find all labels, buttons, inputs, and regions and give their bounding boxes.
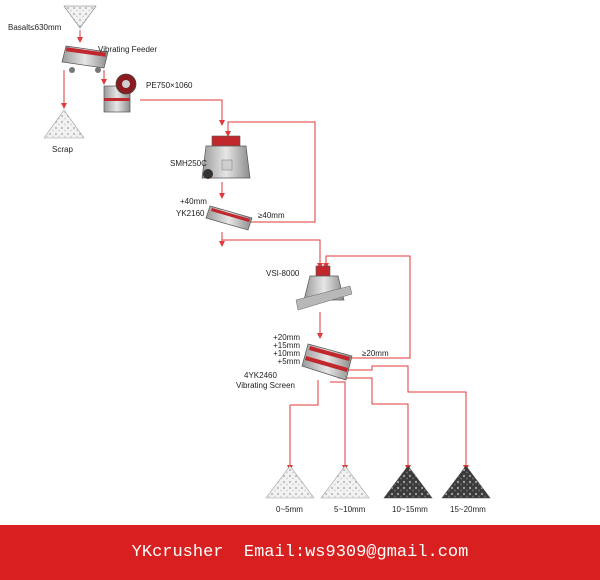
cone-crusher xyxy=(201,135,251,179)
product-pile-4 xyxy=(441,465,491,499)
screen-4yk2460 xyxy=(301,343,353,381)
label-screen2-name: Vibrating Screen xyxy=(236,381,295,390)
label-screen1-model: YK2160 xyxy=(176,209,205,218)
product-pile-1 xyxy=(265,465,315,499)
label-product-2: 5~10mm xyxy=(334,505,366,514)
label-product-4: 15~20mm xyxy=(450,505,486,514)
label-screen2-size-2: +15mm xyxy=(273,341,300,350)
label-product-1: 0~5mm xyxy=(276,505,303,514)
scrap-pile xyxy=(43,109,85,139)
product-pile-2 xyxy=(320,465,370,499)
label-scrap: Scrap xyxy=(52,145,73,154)
label-jaw-crusher: PE750×1060 xyxy=(146,81,193,90)
label-screen1-return: ≥40mm xyxy=(258,211,285,220)
label-screen2-size-4: +5mm xyxy=(277,357,300,366)
footer-banner: YKcrusher Email:ws9309@gmail.com xyxy=(0,525,600,580)
label-feed: Basalt≤630mm xyxy=(8,23,62,32)
label-screen2-return: ≥20mm xyxy=(362,349,389,358)
product-pile-3 xyxy=(383,465,433,499)
label-screen2-model: 4YK2460 xyxy=(244,371,277,380)
label-product-3: 10~15mm xyxy=(392,505,428,514)
label-screen2-size-1: +20mm xyxy=(273,333,300,342)
feed-hopper xyxy=(63,5,97,29)
footer-text: YKcrusher Email:ws9309@gmail.com xyxy=(131,543,469,562)
flow-lines xyxy=(61,30,469,471)
label-vsi: VSI-8000 xyxy=(266,269,300,278)
vibrating-feeder xyxy=(61,45,109,73)
flow-diagram xyxy=(43,5,491,499)
vsi-crusher xyxy=(295,265,353,311)
label-screen1-over: +40mm xyxy=(180,197,207,206)
jaw-crusher xyxy=(103,73,137,113)
screen-yk2160 xyxy=(205,205,253,231)
label-feeder: Vibrating Feeder xyxy=(98,45,157,54)
label-screen2-size-3: +10mm xyxy=(273,349,300,358)
label-cone-crusher: SMH250C xyxy=(170,159,207,168)
